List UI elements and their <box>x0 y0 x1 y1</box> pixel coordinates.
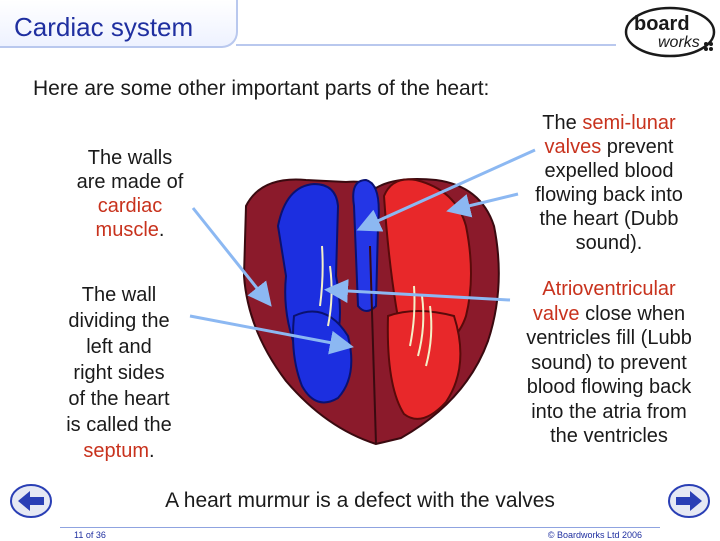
slide-title: Cardiac system <box>14 12 194 42</box>
semilunar-highlight-2: valves <box>544 136 602 158</box>
title-tab <box>0 0 238 48</box>
title-underline <box>236 44 616 46</box>
walls-line-2: are made of <box>76 171 184 193</box>
av-highlight-2: valve <box>532 302 580 325</box>
page-number: 11 of 36 <box>74 530 106 540</box>
next-slide-button[interactable] <box>668 484 710 518</box>
septum-highlight: septum <box>83 440 150 462</box>
walls-highlight-2: muscle <box>95 219 159 241</box>
title-bar: Cardiac system <box>0 0 720 50</box>
septum-caption: The wall dividing the left and right sid… <box>66 284 172 462</box>
septum-line <box>369 245 377 445</box>
walls-highlight-1: cardiac <box>97 195 163 217</box>
previous-slide-button[interactable] <box>10 484 52 518</box>
left-ventricle <box>386 310 462 420</box>
valve-line-1 <box>319 245 324 307</box>
arrow-right-icon <box>676 491 702 511</box>
footer-note: A heart murmur is a defect with the valv… <box>165 489 555 512</box>
logo-text-board: board <box>634 13 690 35</box>
arrow-left-icon <box>18 491 44 511</box>
pulmonary-artery <box>352 178 380 312</box>
logo-text-works: works <box>658 34 700 51</box>
intro-text: Here are some other important parts of t… <box>33 77 490 100</box>
boardworks-logo: board works <box>624 6 716 58</box>
semilunar-highlight-1: semi-lunar <box>582 112 676 134</box>
walls-caption: The walls are made of cardiac muscle. <box>55 146 205 242</box>
av-valve-caption: Atrioventricular valve close when ventri… <box>526 278 692 447</box>
heart-diagram <box>242 178 500 446</box>
footer-bar <box>60 527 660 541</box>
semilunar-caption: The semi-lunar valves prevent expelled b… <box>535 112 683 254</box>
valve-line-5 <box>425 305 433 367</box>
walls-line-1: The walls <box>87 147 173 169</box>
copyright: © Boardworks Ltd 2006 <box>547 530 642 540</box>
av-highlight-1: Atrioventricular <box>542 278 676 300</box>
